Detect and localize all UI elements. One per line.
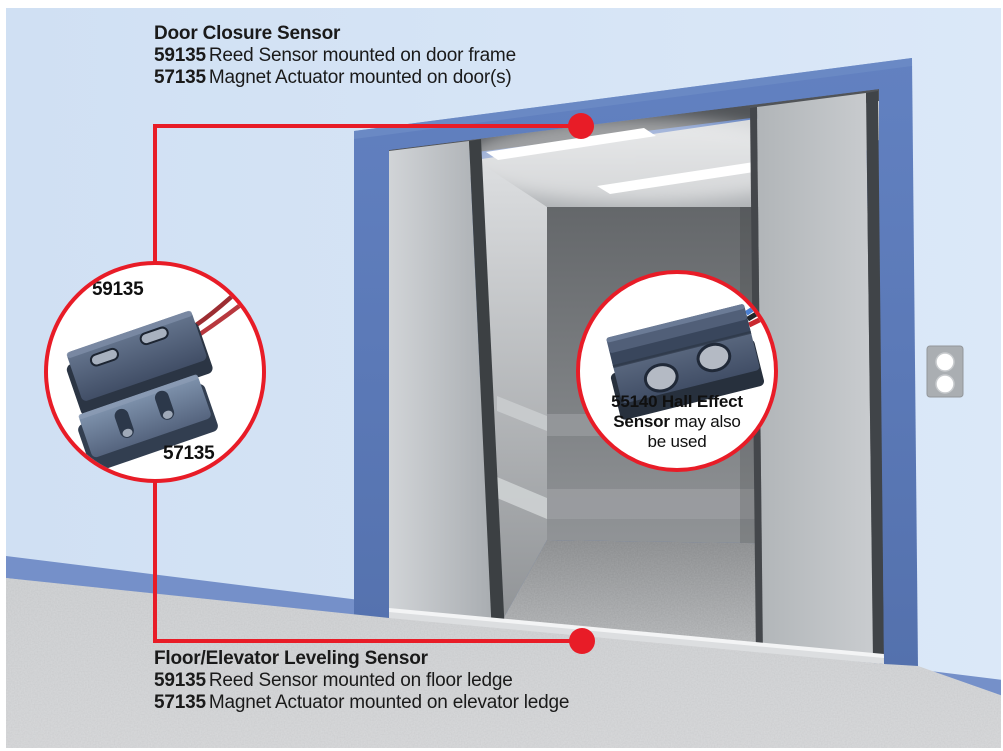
left-wall-handrail-upper <box>497 396 547 431</box>
sensor-wire-red <box>198 278 262 337</box>
call-button-panel <box>926 345 964 398</box>
floor-ledge-highlight <box>389 608 884 658</box>
sensor-block-front <box>608 315 752 368</box>
right-door-edge-right <box>866 91 884 661</box>
hall-effect-note: 55140 Hall Effect Sensor may also be use… <box>580 392 774 452</box>
caption-text: Magnet Actuator mounted on elevator ledg… <box>208 692 570 713</box>
hall-note-line1: 55140 Hall Effect <box>611 392 743 411</box>
hall-note-line3: be used <box>647 432 707 451</box>
reed-magnet-sensor-icon <box>66 267 262 472</box>
sensor-edge-highlight <box>66 310 192 358</box>
part-number: 57135 <box>154 67 206 88</box>
hall-note-bold: Sensor <box>613 412 670 431</box>
hallway-floor-texture <box>6 578 1001 748</box>
sensor-wire-blue <box>744 274 774 316</box>
sensor-slot-hole <box>91 349 118 365</box>
sensor-slot-hole <box>141 328 167 344</box>
magnet-body-top <box>79 375 211 458</box>
caption-title: Floor/Elevator Leveling Sensor <box>154 648 428 669</box>
left-wall-handrail-lower <box>497 477 547 519</box>
hall-effect-sensor-icon <box>606 274 774 420</box>
right-door <box>757 93 873 660</box>
caption-text: Reed Sensor mounted on floor ledge <box>208 670 513 691</box>
caption-text: Magnet Actuator mounted on door(s) <box>208 67 512 88</box>
sensor-hole <box>696 342 732 373</box>
sensor-edge-highlight <box>606 304 745 343</box>
sensor-wire-red <box>194 267 262 327</box>
ceiling-glow <box>465 118 815 202</box>
reed-sensor-label: 59135 <box>92 279 144 300</box>
leader-dot-top <box>568 113 594 139</box>
ceiling-light-back <box>597 158 793 194</box>
leader-line-top <box>153 124 583 128</box>
left-door <box>389 141 492 636</box>
magnet-slot-hole <box>162 410 173 419</box>
hall-effect-callout: 55140 Hall Effect Sensor may also be use… <box>576 270 778 472</box>
magnet-edge-highlight <box>78 374 199 420</box>
sensor-step-shadow <box>612 330 752 369</box>
ceiling-light-front <box>486 128 656 160</box>
hall-note-rest: may also <box>669 412 741 431</box>
door-frame-highlight <box>354 58 912 139</box>
sensor-body-top <box>67 311 207 401</box>
caption-title: Door Closure Sensor <box>154 23 341 44</box>
sensor-hole <box>643 363 679 393</box>
sensor-wire-red <box>748 284 774 328</box>
left-door-edge <box>469 139 505 636</box>
part-number: 57135 <box>154 692 206 713</box>
call-button-up <box>935 352 955 372</box>
hall-note-line2: Sensor may also <box>580 412 774 432</box>
reed-sensor-59135-icon <box>66 267 262 416</box>
leader-dot-bottom <box>569 628 595 654</box>
magnet-slot-hole <box>122 428 133 437</box>
hall-sensor-55140-icon <box>606 274 774 420</box>
reed-magnet-callout: 59135 57135 <box>44 261 266 483</box>
call-button-down <box>935 374 955 394</box>
magnet-actuator-57135-icon <box>78 374 218 472</box>
part-number: 59135 <box>154 45 206 66</box>
caption-text: Reed Sensor mounted on door frame <box>208 45 516 66</box>
leader-line-bottom <box>153 639 584 643</box>
magnet-actuator-label: 57135 <box>163 443 215 464</box>
sensor-wire-black <box>746 275 774 322</box>
part-number: 59135 <box>154 670 206 691</box>
